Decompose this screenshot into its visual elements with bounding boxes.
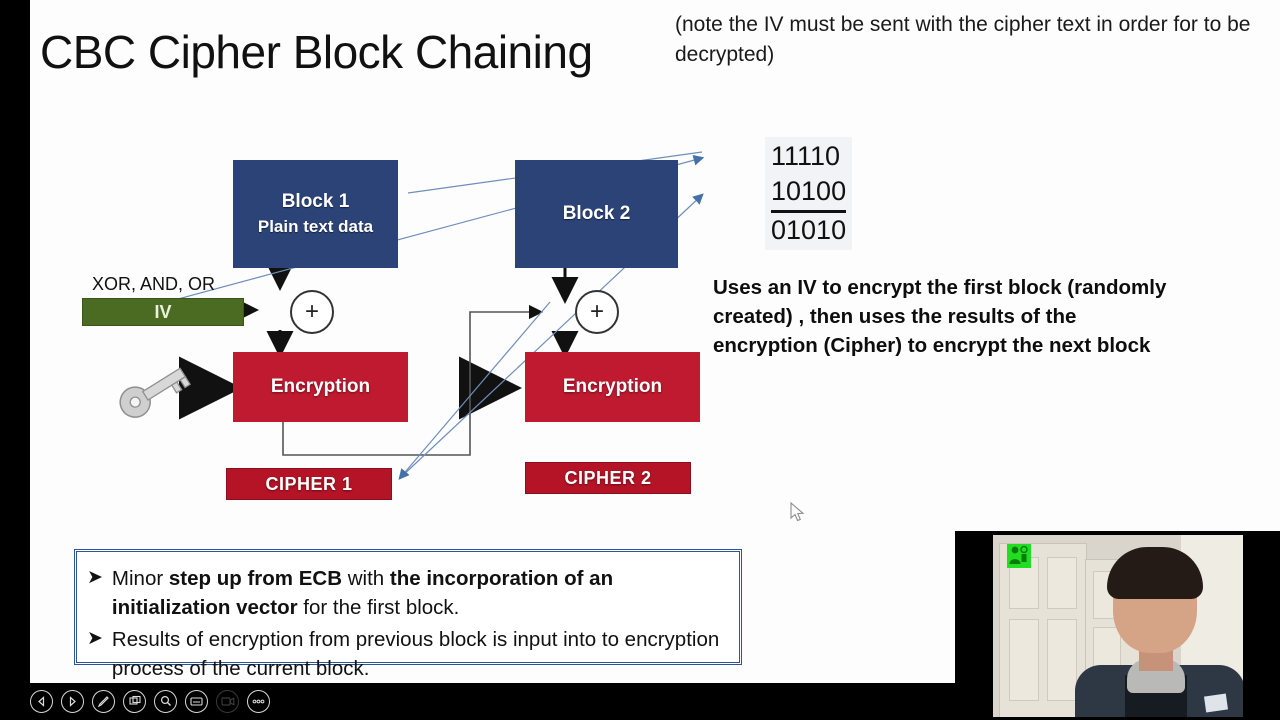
binary-line-1: 11110 [771, 141, 841, 171]
encryption-box-2: Encryption [525, 352, 706, 429]
block-2-title: Block 2 [562, 203, 631, 224]
block-1-subtitle: Plain text data [257, 217, 374, 236]
next-slide-icon[interactable] [61, 689, 84, 713]
notes-icon[interactable] [185, 689, 208, 713]
binary-line-3: 01010 [771, 215, 847, 246]
bullet-marker: ➤ [87, 628, 103, 650]
xor-gate-1: + [290, 290, 334, 334]
pen-icon[interactable] [92, 689, 115, 713]
block-2: Block 2 [515, 160, 684, 275]
webcam-overlay[interactable] [955, 531, 1280, 720]
summary-bullet-box: ➤ Minor step up from ECB with the incorp… [74, 549, 742, 680]
door-panel [1047, 557, 1077, 609]
encryption-box-1: Encryption [233, 352, 414, 429]
bullet-marker: ➤ [87, 567, 103, 588]
bullet-1-part-4: for the first block. [297, 596, 460, 620]
video-camera-icon[interactable] [216, 689, 239, 713]
speaker-hair [1107, 547, 1203, 599]
bullet-text-2: Results of encryption from previous bloc… [111, 628, 720, 681]
screen-share-icon[interactable] [123, 689, 146, 713]
bullet-1-part-0: Minor [111, 567, 169, 590]
xor-operations-label: XOR, AND, OR [92, 274, 216, 294]
key-icon [119, 367, 191, 418]
cipher-box-2: CIPHER 2 [525, 462, 696, 500]
cbc-diagram: Block 1 Plain text data Block 2 XOR, AND… [30, 130, 750, 530]
iv-box: IV [82, 298, 244, 326]
cipher-box-1: CIPHER 1 [226, 468, 397, 506]
bullet-text-1: Minor step up from ECB with the incorpor… [112, 564, 725, 622]
list-item: ➤ Results of encryption from previous bl… [87, 625, 725, 683]
block-1: Block 1 Plain text data [233, 160, 404, 275]
cipher-box-1-label: CIPHER 1 [265, 473, 353, 494]
presenter-badge-icon [1007, 544, 1031, 568]
presentation-toolbar[interactable] [30, 686, 270, 716]
more-options-icon[interactable] [247, 689, 270, 713]
xor-gate-1-symbol: + [304, 298, 319, 325]
xor-gate-2: + [575, 290, 619, 334]
mouse-cursor [790, 502, 805, 522]
door-panel [1009, 619, 1039, 701]
iv-explanation-text: Uses an IV to encrypt the first block (r… [713, 276, 1167, 357]
pocket-square [1203, 693, 1229, 713]
webcam-video [993, 535, 1243, 717]
bullet-1-part-2: with [342, 567, 390, 590]
encryption-box-1-label: Encryption [270, 376, 371, 397]
list-item: ➤ Minor step up from ECB with the incorp… [87, 564, 725, 622]
previous-slide-icon[interactable] [30, 689, 53, 713]
zoom-icon[interactable] [154, 689, 177, 713]
encryption-box-2-label: Encryption [562, 376, 663, 397]
page-title: CBC Cipher Block Chaining [40, 26, 593, 78]
binary-line-2: 10100 [771, 174, 847, 214]
iv-label: IV [154, 301, 172, 322]
title-note: (note the IV must be sent with the ciphe… [675, 13, 1251, 67]
door-panel [1047, 619, 1077, 701]
bullet-1-part-1: step up from ECB [168, 567, 343, 590]
slide-canvas: CBC Cipher Block Chaining (note the IV m… [30, 0, 1280, 683]
binary-xor-example: 11110 10100 01010 [765, 137, 853, 251]
cipher-box-2-label: CIPHER 2 [564, 467, 652, 488]
xor-gate-2-symbol: + [589, 298, 604, 325]
block-1-title: Block 1 [281, 191, 350, 212]
bullet-1-part-3: the incorporation of an initialization v… [111, 567, 614, 620]
